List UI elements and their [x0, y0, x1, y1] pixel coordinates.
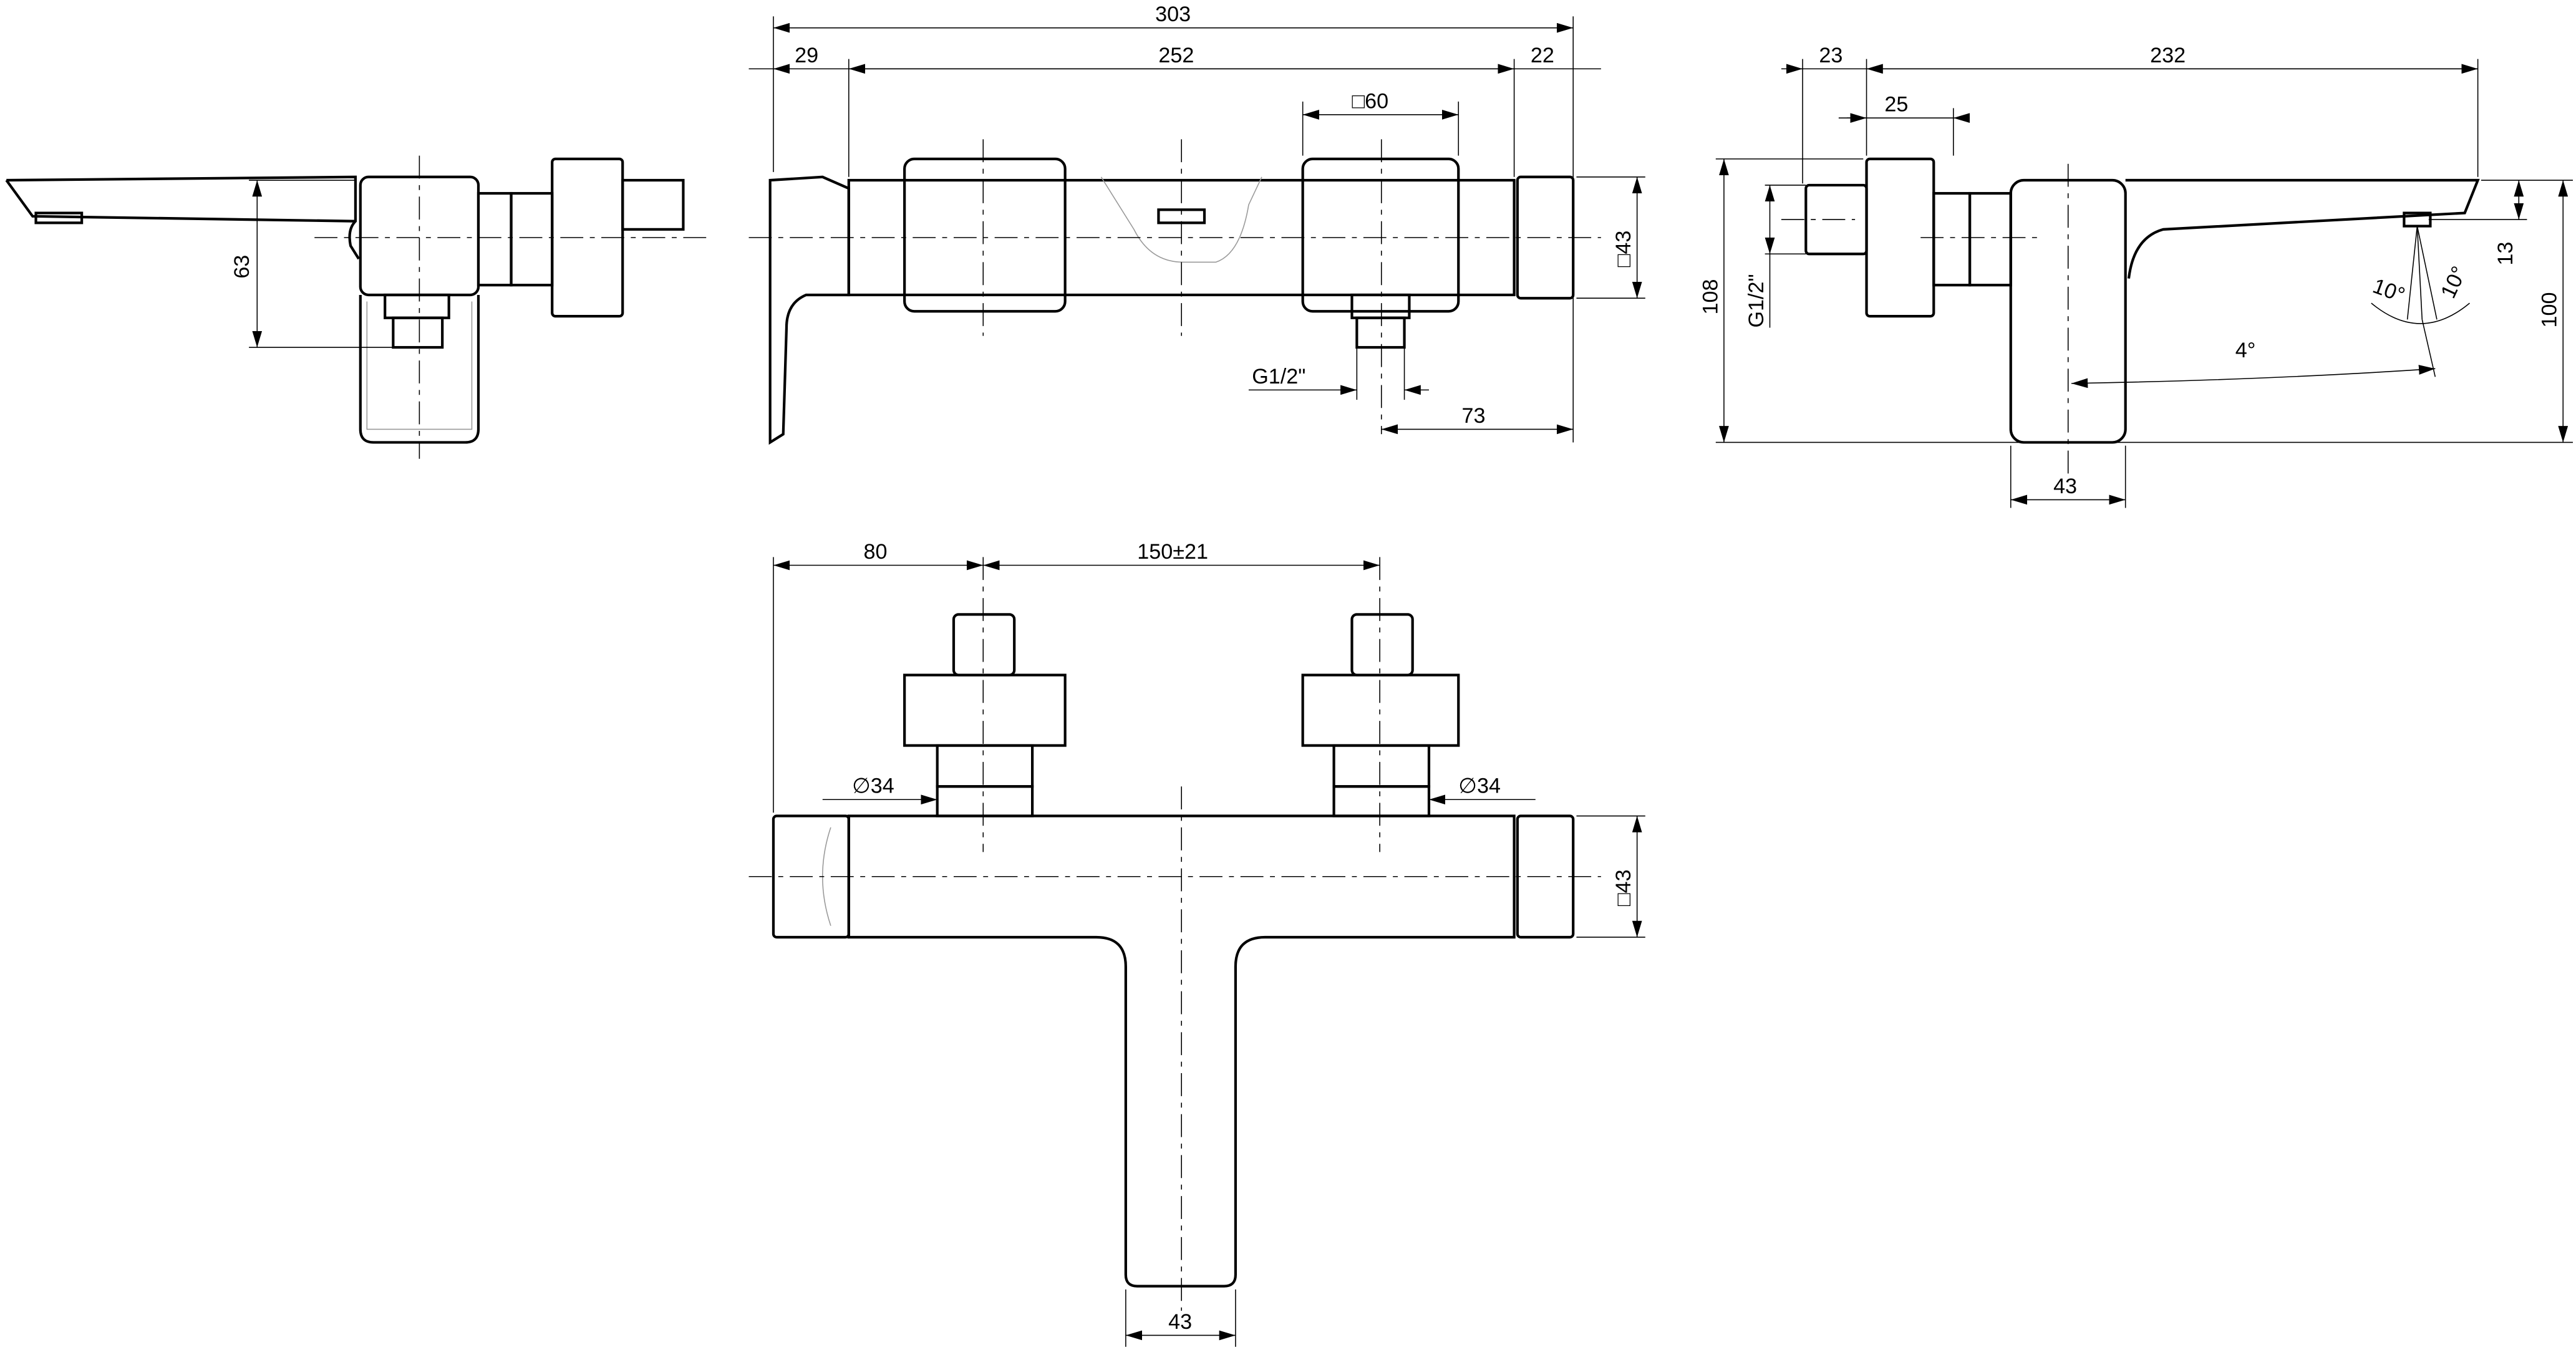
angle-10-left: 10°	[2370, 274, 2408, 307]
dim-63: 63	[230, 255, 254, 279]
dim-29: 29	[795, 44, 818, 67]
side-view-left: 63	[5, 155, 708, 459]
dim-13: 13	[2494, 242, 2517, 266]
bottom-view: 80 150±21 ∅34 ∅34 □43 43	[748, 540, 1645, 1347]
dim-25: 25	[1884, 93, 1908, 117]
dim-80: 80	[863, 540, 887, 564]
angle-4: 4°	[2235, 339, 2256, 362]
dim-43-stem: 43	[1168, 1310, 1192, 1334]
dim-150-21: 150±21	[1137, 540, 1208, 564]
front-view: 303 29 252 22 □60 □43 G1/2" 73	[748, 2, 1645, 445]
dim-thread-right: G1/2"	[1745, 274, 1768, 327]
dim-square-60: □60	[1352, 89, 1388, 113]
dim-43-right: 43	[2053, 475, 2077, 498]
dim-square-43: □43	[1612, 231, 1635, 268]
dim-252: 252	[1158, 44, 1194, 67]
angle-10-right: 10°	[2436, 263, 2471, 302]
dim-100: 100	[2538, 292, 2562, 328]
dim-dia-34-left: ∅34	[852, 774, 894, 798]
dim-303: 303	[1155, 2, 1191, 26]
side-view-right: 10° 10° 4° 23 232 25 108 G1/2" 13 100 43	[1698, 44, 2574, 508]
dim-22: 22	[1531, 44, 1554, 67]
dim-232: 232	[2150, 44, 2186, 67]
dim-23: 23	[1819, 44, 1842, 67]
dim-73: 73	[1462, 404, 1486, 428]
dim-108: 108	[1698, 279, 1722, 315]
dim-thread: G1/2"	[1252, 365, 1305, 388]
dim-square-43-bottom: □43	[1612, 869, 1635, 906]
dim-dia-34-right: ∅34	[1458, 774, 1501, 798]
